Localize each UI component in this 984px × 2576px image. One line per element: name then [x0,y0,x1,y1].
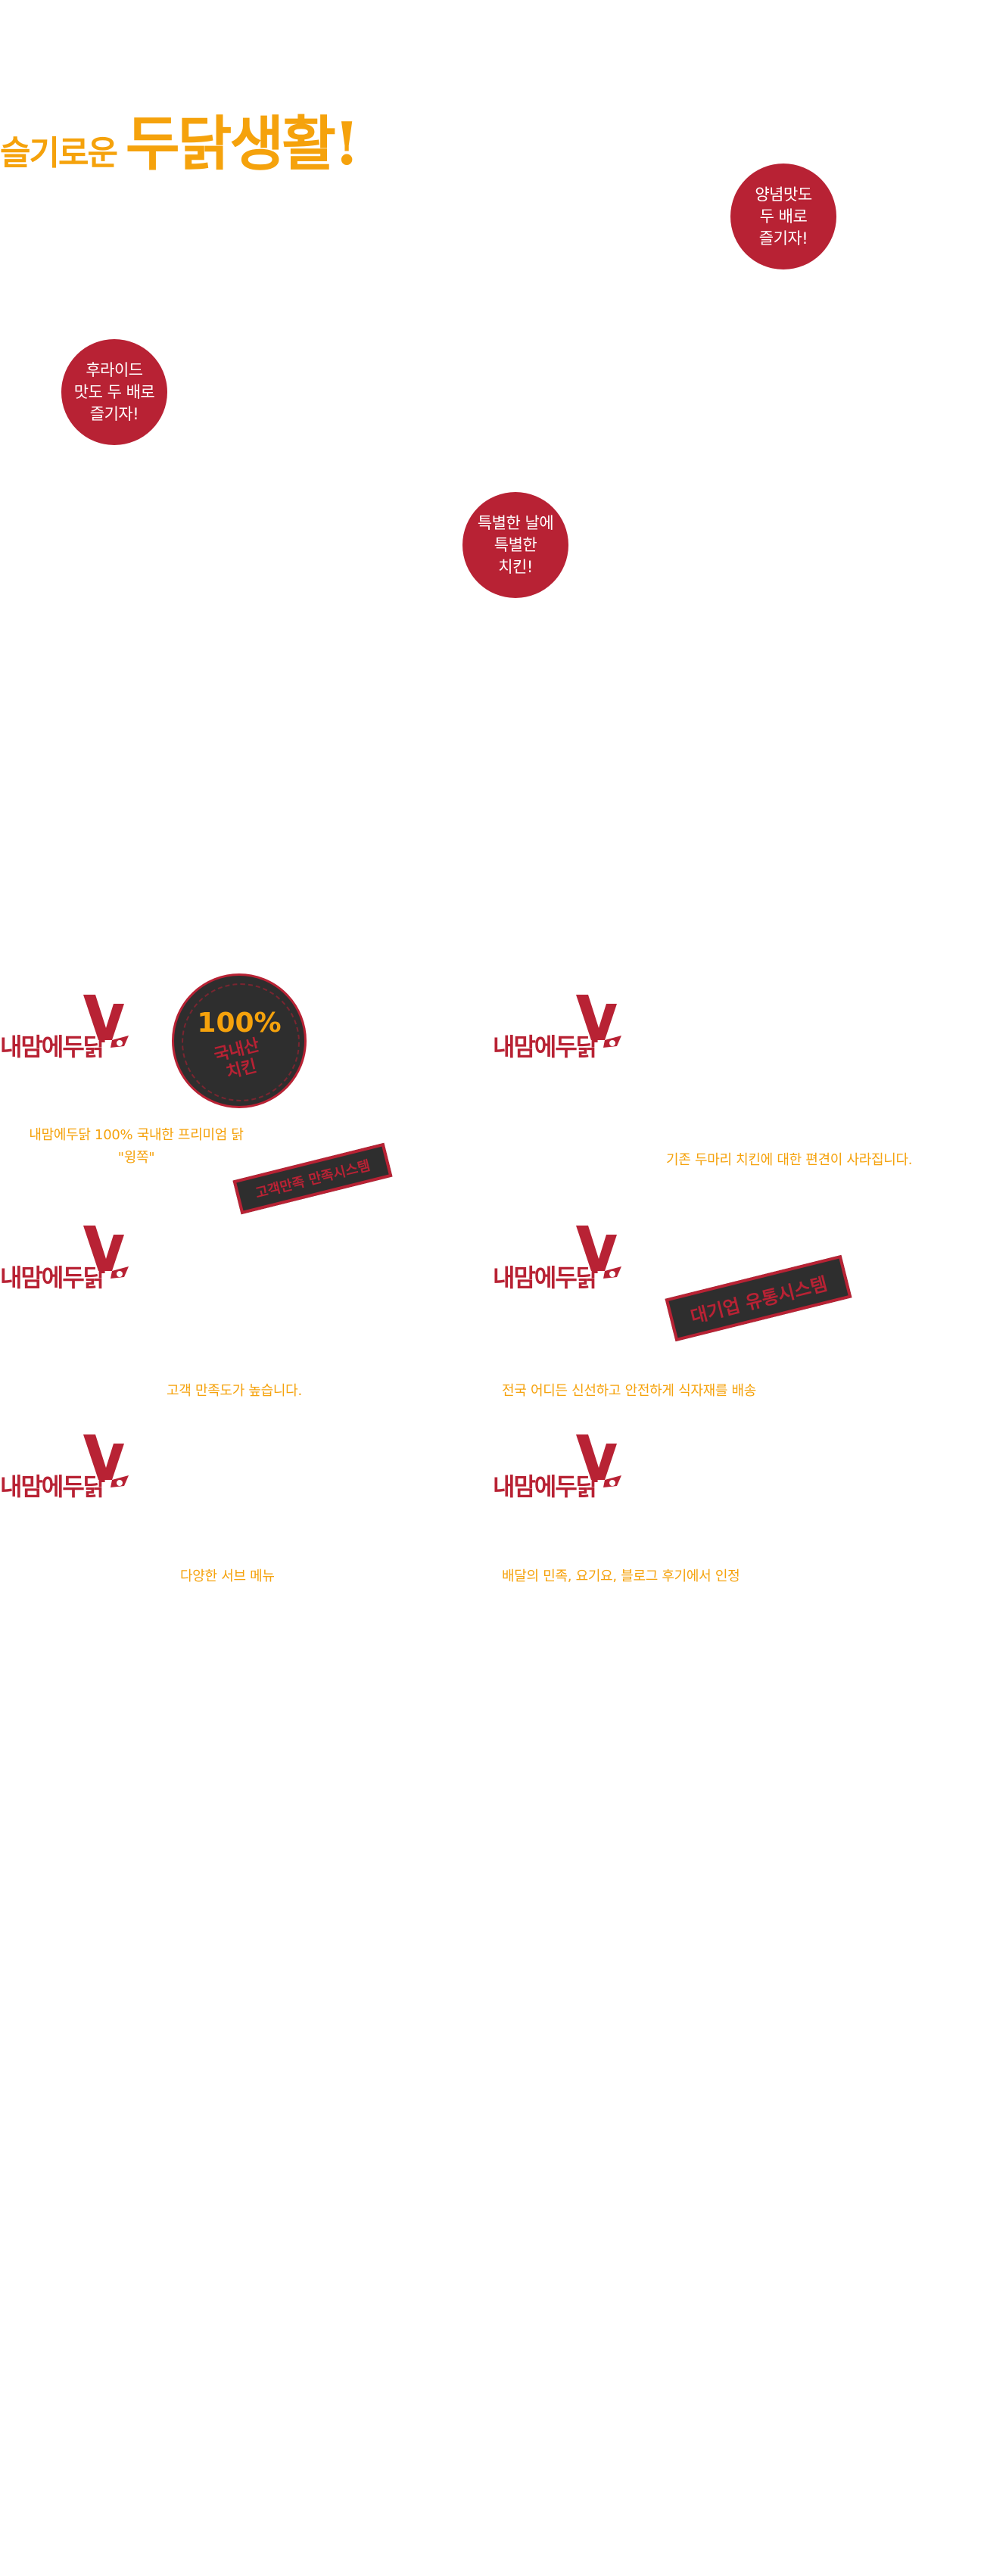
headline-big: 두닭생활! [125,110,360,179]
brand-logo-4: 내맘에두닭 [493,1224,629,1300]
chicken-v-mark-icon [576,1226,621,1279]
bubble-special: 특별한 날에 특별한 치킨! [462,492,568,598]
brand-logo-1: 내맘에두닭 [0,993,136,1069]
seal-ring [182,983,300,1101]
seal-percent: 100% [197,1008,282,1039]
feature-caption-5: 다양한 서브 메뉴 [180,1568,275,1584]
bubble-special-text: 특별한 날에 특별한 치킨! [477,513,554,576]
brand-name: 내맘에두닭 [493,1472,598,1501]
brand-name: 내맘에두닭 [0,1263,105,1292]
feature-caption-6: 배달의 민족, 요기요, 블로그 후기에서 인정 [502,1568,740,1584]
brand-logo-2: 내맘에두닭 [493,993,629,1069]
chicken-v-mark-icon [83,1434,129,1487]
brand-name: 내맘에두닭 [0,1033,105,1061]
brand-logo-5: 내맘에두닭 [0,1433,136,1509]
chicken-v-mark-icon [576,1434,621,1487]
feature-caption-4: 전국 어디든 신선하고 안전하게 식자재를 배송 [502,1383,757,1399]
chicken-v-mark-icon [83,995,129,1048]
bubble-sauce-text: 양념맛도 두 배로 즐기자! [755,185,812,248]
bubble-fried-text: 후라이드 맛도 두 배로 즐기자! [73,360,155,423]
brand-name: 내맘에두닭 [493,1263,598,1292]
brand-logo-6: 내맘에두닭 [493,1433,629,1509]
feature-caption-2: 기존 두마리 치킨에 대한 편견이 사라집니다. [666,1152,913,1168]
brand-name: 내맘에두닭 [493,1033,598,1061]
stamp-enterprise-distribution: 대기업 유통시스템 [665,1254,852,1342]
brand-name: 내맘에두닭 [0,1472,105,1501]
brand-logo-3: 내맘에두닭 [0,1224,136,1300]
feature-caption-3: 고객 만족도가 높습니다. [167,1383,302,1399]
feature-caption-1: 내맘에두닭 100% 국내한 프리미엄 닭 "윙쪽" [29,1127,244,1166]
chicken-v-mark-icon [576,995,621,1048]
stamp-2-text: 대기업 유통시스템 [688,1272,830,1328]
bubble-sauce: 양념맛도 두 배로 즐기자! [730,164,836,269]
bubble-fried: 후라이드 맛도 두 배로 즐기자! [61,339,167,445]
chicken-v-mark-icon [83,1226,129,1279]
headline-small: 슬기로운 [0,134,118,173]
domestic-chicken-seal: 100% 국내산 치킨 [172,973,307,1108]
